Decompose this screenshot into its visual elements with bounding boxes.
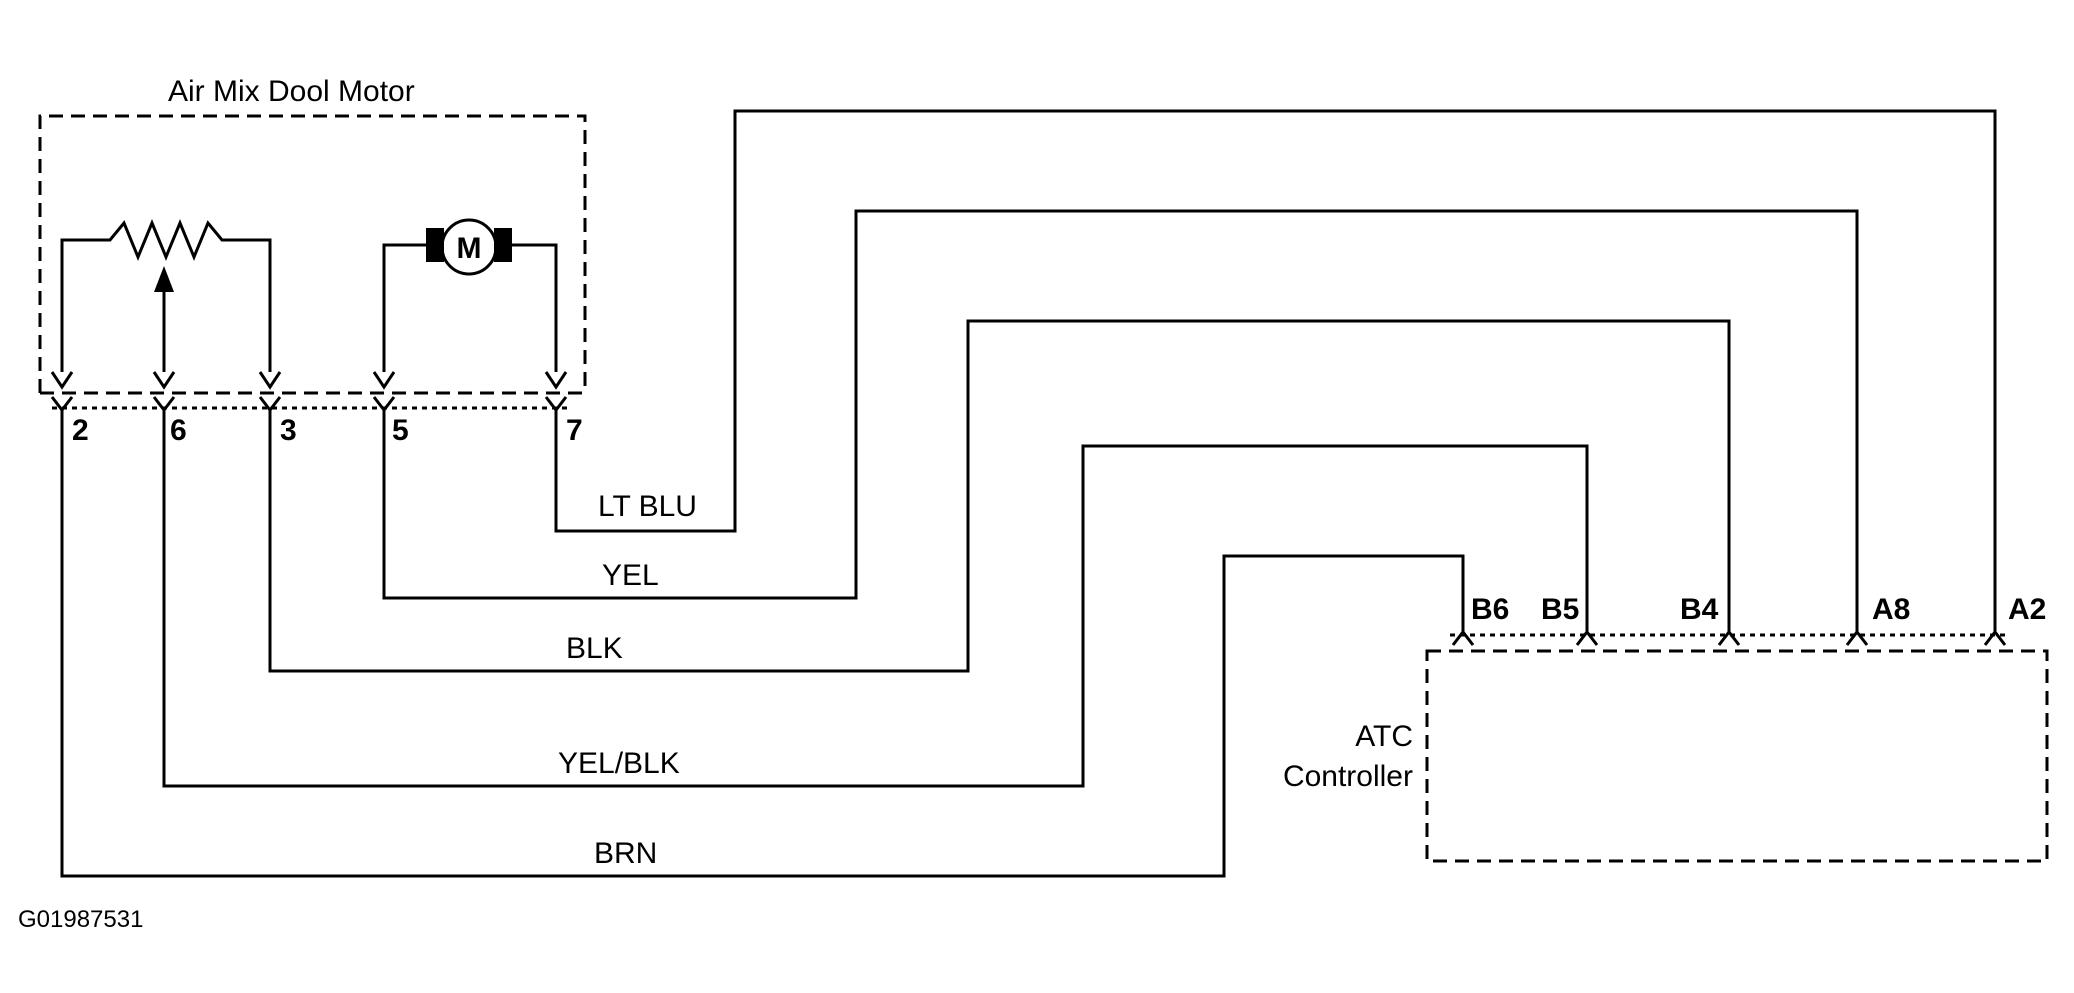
potentiometer-symbol <box>60 219 272 372</box>
wire-yel-blk <box>162 410 1589 788</box>
connector-b4-icon <box>1717 629 1741 646</box>
pin-label-b6: B6 <box>1471 593 1509 626</box>
motor-brush-right <box>494 228 512 262</box>
pin-label-a2: A2 <box>2008 593 2046 626</box>
wire-brn <box>60 410 1465 878</box>
terminal-3-arrow-icon <box>258 371 282 390</box>
dc-motor-symbol: M <box>382 218 558 372</box>
pin-label-2: 2 <box>72 414 89 447</box>
wire-blk <box>268 319 1731 673</box>
motor-circuit-left <box>382 243 426 372</box>
controller-label-line1: ATC <box>1355 720 1413 753</box>
motor-terminal-arrows <box>50 371 568 390</box>
connector-a2-icon <box>1983 629 2007 646</box>
motor-symbol-label: M <box>457 232 482 265</box>
connector-b6-icon <box>1451 629 1475 646</box>
atc-controller-outline <box>1425 649 2049 863</box>
controller-connector-pins <box>1451 629 2007 646</box>
air-mix-door-motor: Air Mix Dool Motor M <box>38 75 587 447</box>
wire-harness: LT BLU YEL BLK YEL/BLK BRN <box>60 109 1997 878</box>
motor-connector-pins <box>50 396 568 413</box>
wire-label-yel-blk: YEL/BLK <box>558 747 680 780</box>
terminal-6-arrow-icon <box>152 371 176 390</box>
wire-label-yel: YEL <box>602 559 659 592</box>
connector-a8-icon <box>1845 629 1869 646</box>
pin-label-b5: B5 <box>1541 593 1579 626</box>
wire-label-brn: BRN <box>594 837 657 870</box>
terminal-5-arrow-icon <box>372 371 396 390</box>
motor-brush-left <box>426 228 444 262</box>
motor-assembly-outline <box>38 114 587 393</box>
motor-icon <box>440 218 498 276</box>
wire-lt-blu <box>554 109 1997 632</box>
pin-label-5: 5 <box>392 414 409 447</box>
controller-label-line2: Controller <box>1283 760 1413 793</box>
wire-label-blk: BLK <box>566 632 623 665</box>
motor-circuit-right <box>512 243 558 372</box>
motor-assembly-title: Air Mix Dool Motor <box>168 75 415 108</box>
pin-label-6: 6 <box>170 414 187 447</box>
wire-label-lt-blu: LT BLU <box>598 490 697 523</box>
pin-label-a8: A8 <box>1872 593 1910 626</box>
pin-label-b4: B4 <box>1680 593 1719 626</box>
terminal-7-arrow-icon <box>544 371 568 390</box>
potentiometer-wiper-arrow <box>154 266 174 292</box>
figure-code: G01987531 <box>18 906 143 933</box>
terminal-2-arrow-icon <box>50 371 74 390</box>
pin-label-3: 3 <box>280 414 297 447</box>
potentiometer-circuit <box>60 219 272 372</box>
wire-yel <box>382 209 1859 632</box>
atc-controller: B6 B5 B4 A8 A2 ATC Controller <box>1283 593 2049 863</box>
pin-label-7: 7 <box>566 414 583 447</box>
connector-b5-icon <box>1575 629 1599 646</box>
